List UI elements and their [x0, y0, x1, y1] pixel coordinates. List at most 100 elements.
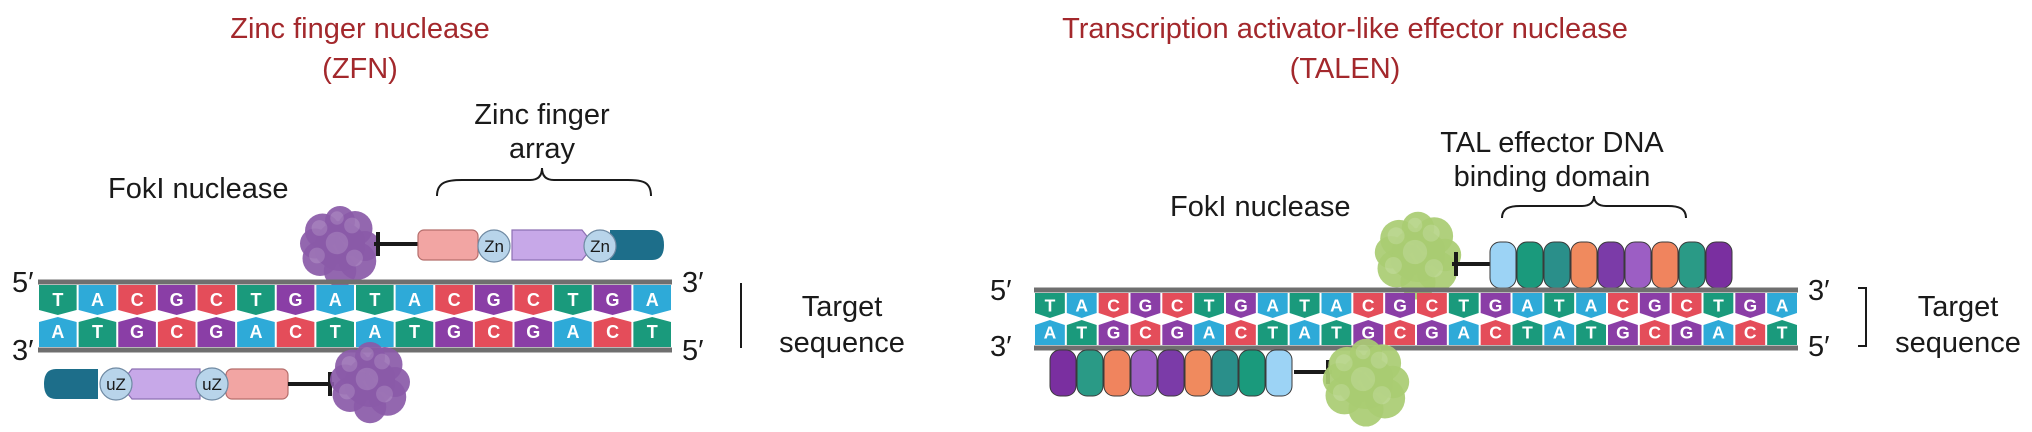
top-strand-base-letter: T	[369, 290, 380, 310]
bottom-strand-base-letter: T	[1076, 323, 1087, 343]
nuclease-subunit	[1360, 360, 1393, 393]
nuclease-highlight	[1355, 344, 1371, 360]
nuclease-highlight	[355, 367, 379, 391]
tal-repeat	[1489, 241, 1517, 289]
top-strand-base-letter: G	[606, 290, 620, 310]
tal-repeat	[1597, 241, 1625, 289]
tal-repeat	[1543, 241, 1571, 289]
top-strand-base	[1098, 293, 1129, 318]
tal-repeat	[1049, 349, 1077, 397]
bottom-strand-base	[1735, 320, 1766, 345]
bottom-strand-base-letter: C	[170, 322, 183, 342]
bottom-strand-base-letter: A	[249, 322, 262, 342]
tal-repeat	[1678, 241, 1706, 289]
bottom-strand-base	[1417, 320, 1447, 345]
bottom-strand-base-letter: T	[1777, 323, 1788, 343]
top-strand-base	[1321, 293, 1352, 318]
top-strand-base-letter: A	[1330, 296, 1343, 316]
top-strand-base	[1767, 293, 1797, 318]
top-strand-base-letter: C	[1617, 296, 1630, 316]
zfn-bottom-finger-pink	[225, 368, 289, 400]
zfn-title-line2: (ZFN)	[322, 53, 398, 85]
nuclease-highlight	[309, 247, 325, 264]
bottom-strand-base-letter: A	[1553, 323, 1566, 343]
bottom-strand-base	[1289, 320, 1320, 345]
top-strand-base-letter: A	[1585, 296, 1598, 316]
talen-target-line1: Target	[1918, 291, 1999, 323]
bottom-strand-base	[1639, 320, 1670, 345]
talen-top-repeats	[1489, 241, 1733, 289]
top-strand-base-letter: C	[210, 290, 223, 310]
top-strand-base-letter: G	[1648, 296, 1662, 316]
nuclease-subunit	[365, 362, 395, 392]
top-strand-base	[1257, 293, 1288, 318]
bottom-strand-base-letter: C	[1139, 323, 1152, 343]
bottom-strand-base-letter: A	[1457, 323, 1470, 343]
top-strand-base	[1130, 293, 1161, 318]
bottom-strand-base-letter: A	[1712, 323, 1725, 343]
zfn-top-foki-blob	[300, 206, 380, 288]
tal-repeat	[1211, 349, 1239, 397]
bottom-strand-base-letter: C	[1648, 323, 1661, 343]
top-strand-base-letter: G	[1139, 296, 1153, 316]
top-strand-base	[1226, 293, 1256, 318]
top-strand-base-letter: G	[1234, 296, 1248, 316]
bottom-strand-base-letter: C	[606, 322, 619, 342]
top-strand-base	[1066, 293, 1097, 318]
tal-repeat	[1651, 241, 1679, 289]
bottom-strand-base-letter: G	[1616, 323, 1630, 343]
bottom-strand-base	[1257, 320, 1288, 345]
top-strand-base-letter: C	[1107, 296, 1120, 316]
top-strand-base	[554, 285, 592, 315]
top-strand-base	[1639, 293, 1670, 318]
talen-three-prime-top: 3′	[1808, 275, 1830, 307]
talen-title-line2: (TALEN)	[1290, 53, 1401, 85]
top-strand-base	[197, 285, 236, 315]
bottom-strand-base-letter: G	[1680, 323, 1694, 343]
top-strand-base-letter: A	[91, 290, 104, 310]
bottom-strand-base	[1608, 320, 1638, 345]
zfn-array-brace	[436, 167, 652, 197]
nuclease-highlight	[1370, 351, 1388, 369]
top-strand-base-letter: T	[250, 290, 261, 310]
zfn-five-prime-bottom: 5′	[682, 335, 704, 367]
top-strand-base	[1512, 293, 1543, 318]
top-strand-base	[593, 285, 632, 315]
bottom-strand-base-letter: G	[209, 322, 223, 342]
zfn-target-line2: sequence	[779, 327, 905, 359]
bottom-strand-base	[1035, 320, 1065, 345]
bottom-strand-base-letter: T	[647, 322, 658, 342]
top-strand-base	[157, 285, 196, 315]
bottom-strand-base	[1066, 320, 1097, 345]
talen-bottom-foki-blob	[1322, 338, 1410, 427]
bottom-strand-base	[1767, 320, 1797, 345]
talen-domain-label-line1: TAL effector DNA	[1440, 127, 1664, 159]
bottom-strand-base-letter: T	[92, 322, 103, 342]
top-strand-base	[1448, 293, 1479, 318]
top-strand-base-letter: C	[1362, 296, 1375, 316]
top-strand-base-letter: T	[1299, 296, 1310, 316]
bottom-strand-base-letter: A	[51, 322, 64, 342]
top-strand-base-letter: T	[1713, 296, 1724, 316]
nuclease-highlight	[1402, 239, 1428, 265]
zfn-bottom-zn-bubble-1	[99, 367, 133, 401]
bottom-strand-base	[1448, 320, 1479, 345]
bottom-strand-base	[435, 317, 473, 347]
zfn-five-prime-top: 5′	[12, 267, 34, 299]
top-strand-base	[1162, 293, 1193, 318]
bottom-strand-base-letter: T	[409, 322, 420, 342]
bottom-strand-base	[157, 317, 196, 347]
nuclease-highlight	[1384, 256, 1402, 275]
top-strand-base	[1353, 293, 1384, 318]
bottom-strand-base	[1353, 320, 1384, 345]
tal-repeat	[1130, 349, 1158, 397]
nuclease-highlight	[1422, 224, 1440, 242]
top-strand-base	[1035, 293, 1065, 318]
tal-repeat	[1624, 241, 1652, 289]
talen-domain-label-line2: binding domain	[1454, 161, 1651, 193]
talen-domain-brace	[1501, 195, 1687, 219]
talen-panel: Transcription activator-like effector nu…	[990, 13, 2021, 427]
top-strand-base-letter: A	[646, 290, 659, 310]
top-strand-base-letter: C	[527, 290, 540, 310]
